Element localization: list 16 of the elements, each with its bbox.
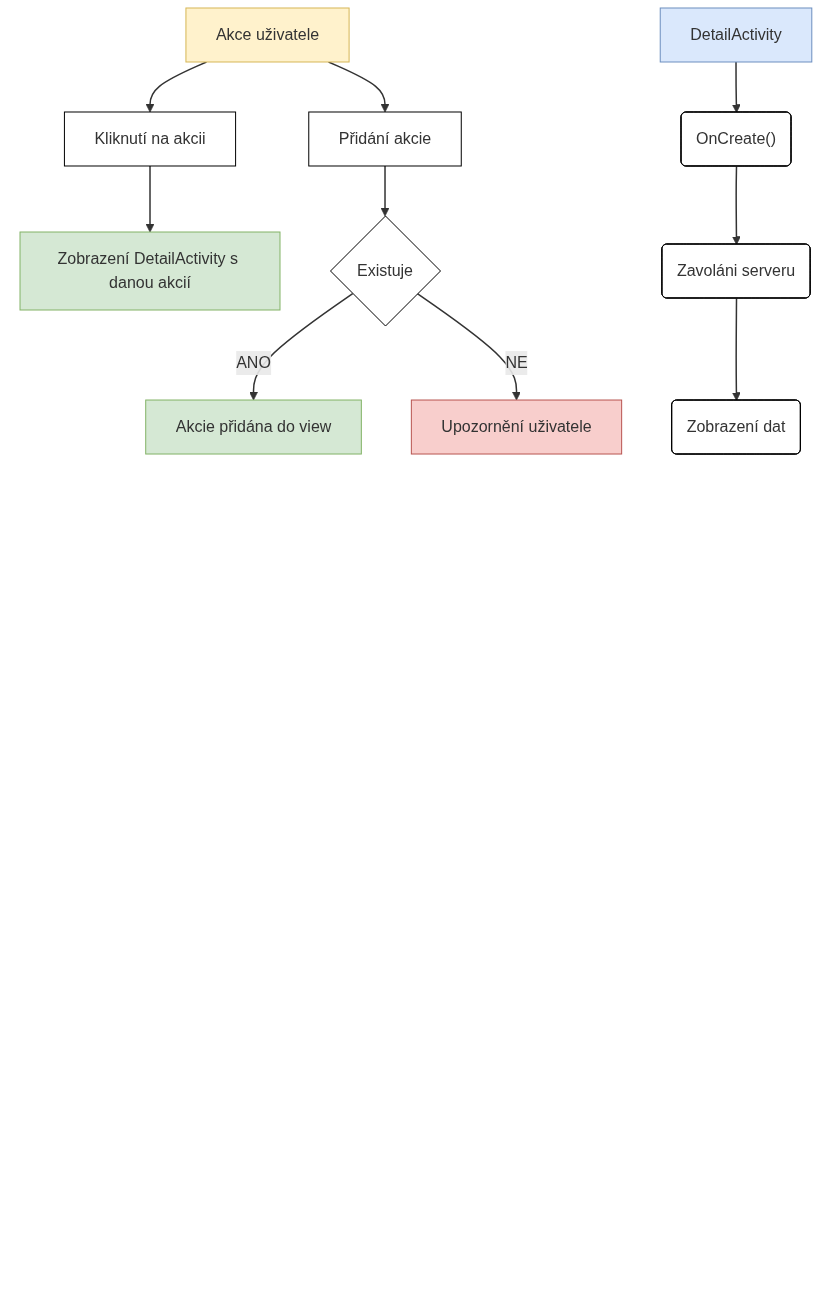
arrow (732, 297, 741, 401)
edge-label: ANO (236, 354, 271, 372)
edge-label: NE (505, 354, 528, 372)
node-box: Kliknutí na akcii (64, 111, 237, 167)
arrow (380, 165, 390, 217)
arrow (145, 165, 155, 233)
node-box: DetailActivity (659, 7, 813, 63)
node-box: Přidání akcie (308, 111, 462, 167)
node-box: Upozornění uživatele (410, 399, 623, 455)
node-box: Akcie přidána do view (145, 399, 362, 455)
node-box: Zobrazení DetailActivity s danou akcií (19, 231, 281, 311)
node-diamond: Existuje (330, 215, 442, 327)
node-box: Akce uživatele (185, 7, 350, 63)
arrow (732, 165, 741, 245)
arrow (732, 61, 741, 113)
arrow (416, 292, 521, 401)
